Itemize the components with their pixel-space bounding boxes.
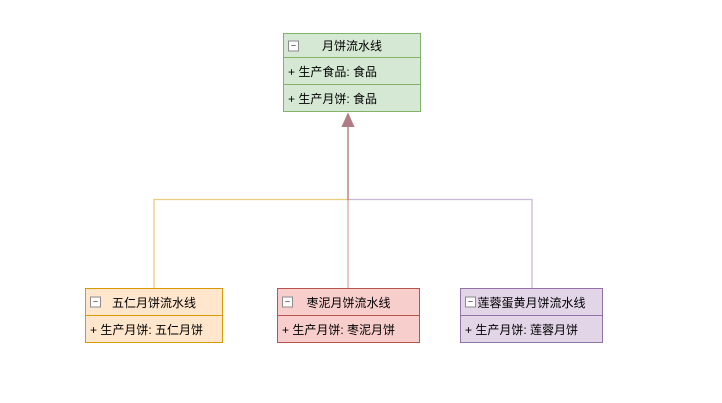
class-box-wuren-pipeline[interactable]: − 五仁月饼流水线 + 生产月饼: 五仁月饼: [85, 288, 223, 343]
generalization-edge-lianrong[interactable]: [341, 112, 533, 289]
class-member: + 生产月饼: 食品: [284, 84, 420, 111]
class-member: + 生产月饼: 枣泥月饼: [278, 315, 419, 342]
class-title-row: − 莲蓉蛋黄月饼流水线: [461, 289, 602, 315]
class-member: + 生产月饼: 莲蓉月饼: [461, 315, 602, 342]
class-member: + 生产食品: 食品: [284, 57, 420, 84]
class-title: 月饼流水线: [321, 39, 382, 53]
collapse-minus-icon[interactable]: −: [90, 296, 101, 308]
collapse-minus-icon[interactable]: −: [282, 296, 293, 308]
collapse-minus-icon[interactable]: −: [288, 40, 299, 51]
class-title-row: − 月饼流水线: [284, 34, 420, 57]
class-title: 枣泥月饼流水线: [306, 295, 391, 310]
generalization-edge-wuren[interactable]: [153, 112, 355, 289]
class-title: 莲蓉蛋黄月饼流水线: [477, 295, 586, 310]
class-title: 五仁月饼流水线: [111, 295, 196, 310]
collapse-minus-icon[interactable]: −: [465, 296, 476, 308]
class-title-row: − 枣泥月饼流水线: [278, 289, 419, 315]
class-box-lianrong-pipeline[interactable]: − 莲蓉蛋黄月饼流水线 + 生产月饼: 莲蓉月饼: [460, 288, 603, 343]
class-member: + 生产月饼: 五仁月饼: [86, 315, 222, 342]
class-title-row: − 五仁月饼流水线: [86, 289, 222, 315]
class-box-zaoni-pipeline[interactable]: − 枣泥月饼流水线 + 生产月饼: 枣泥月饼: [277, 288, 420, 343]
class-box-mooncake-pipeline[interactable]: − 月饼流水线 + 生产食品: 食品 + 生产月饼: 食品: [283, 33, 421, 112]
